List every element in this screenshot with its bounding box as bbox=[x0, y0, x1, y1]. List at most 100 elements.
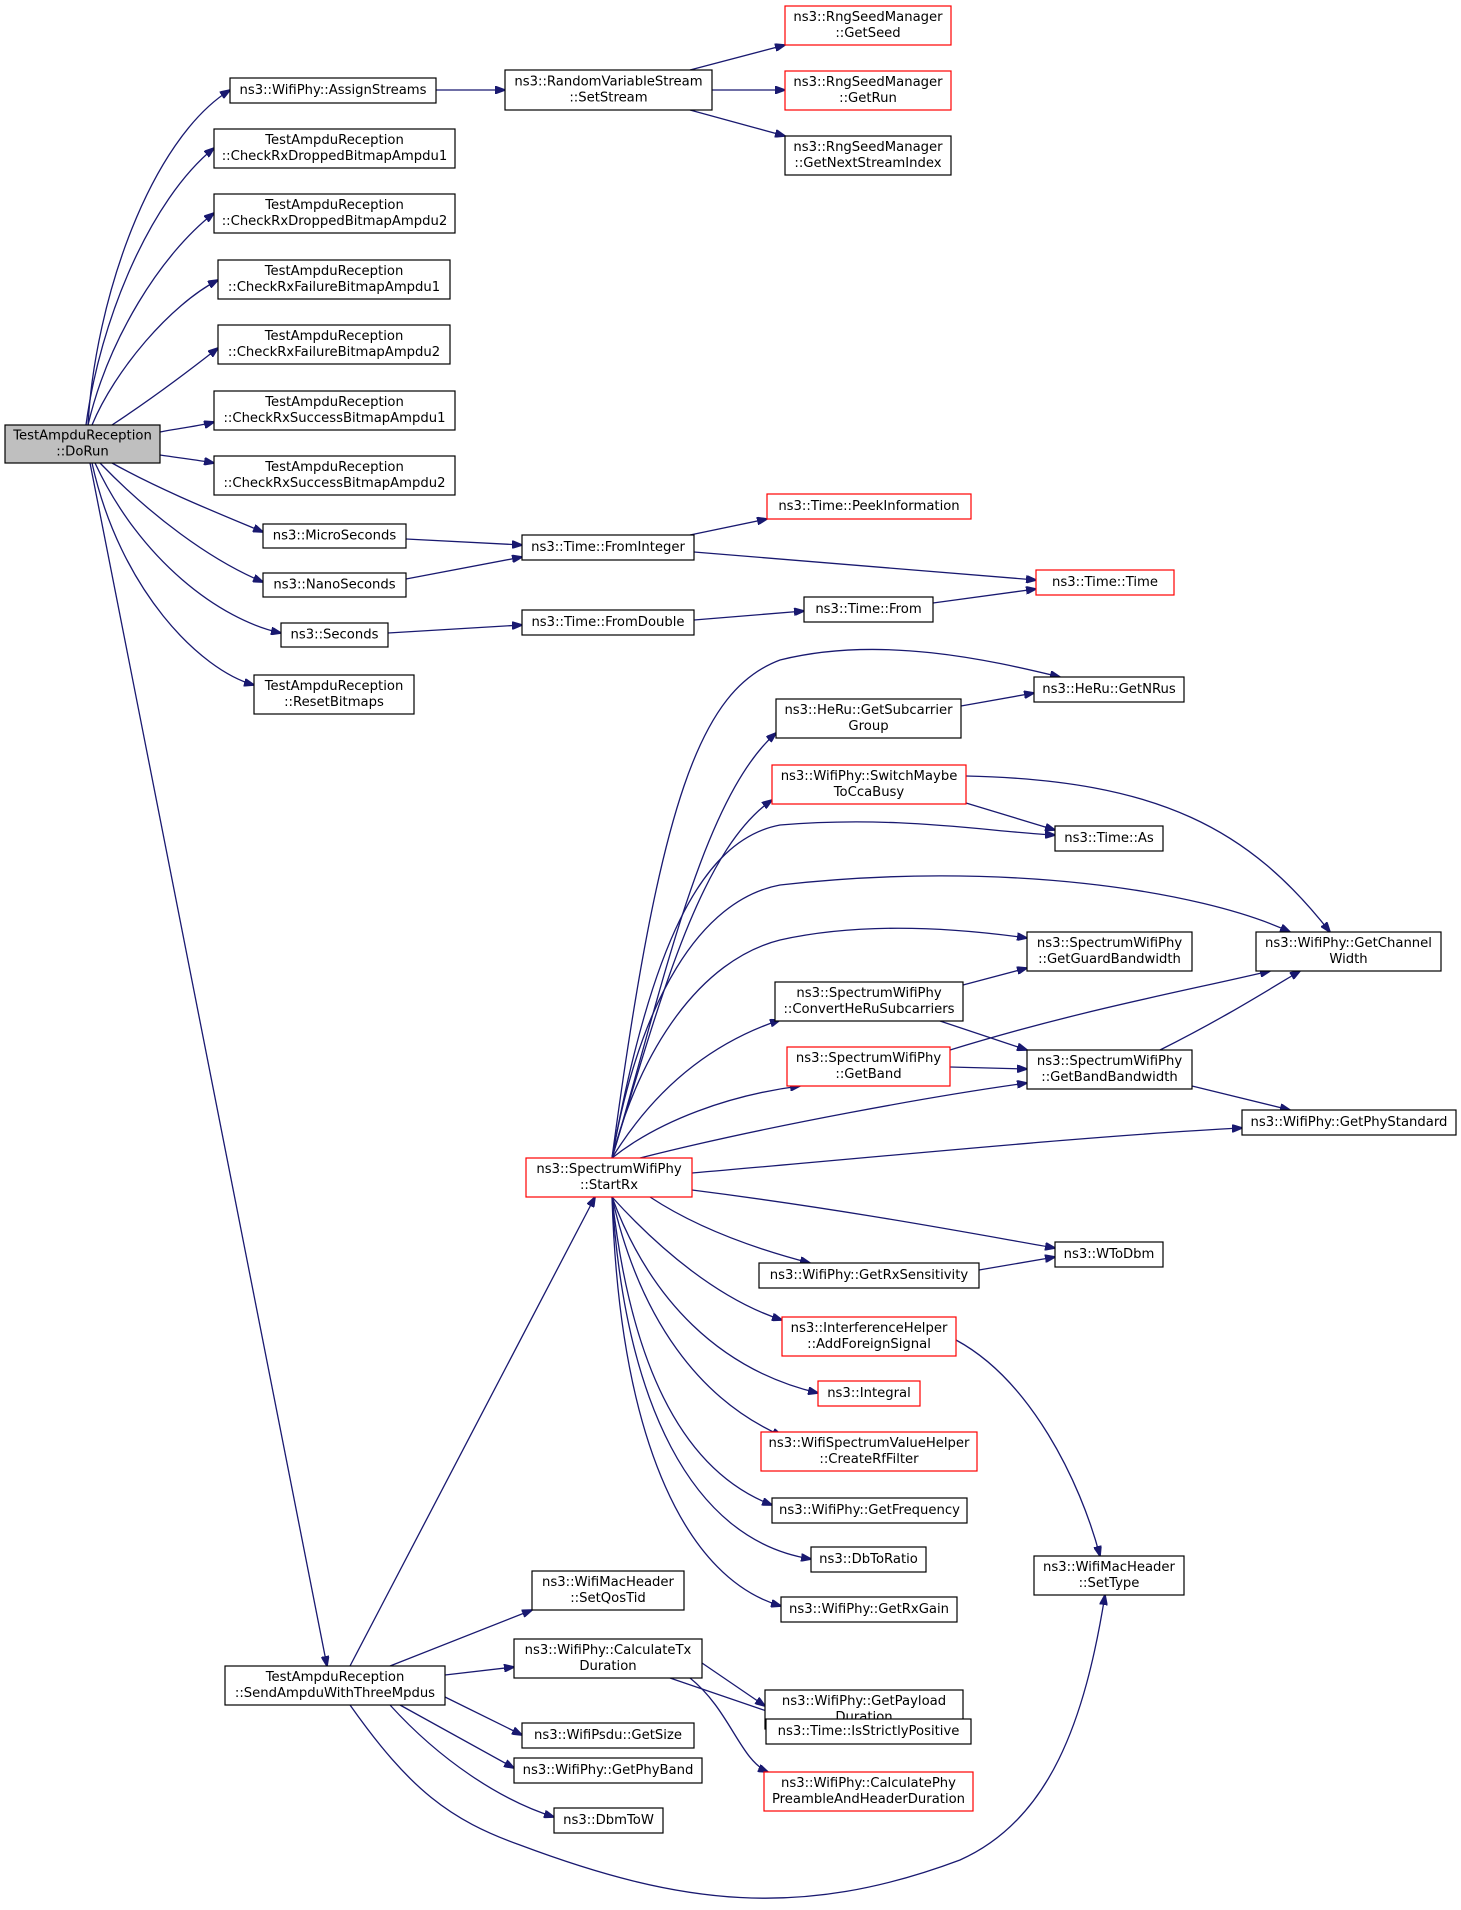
node-box[interactable] bbox=[531, 1570, 685, 1611]
node-successampdu2[interactable]: TestAmpduReception::CheckRxSuccessBitmap… bbox=[213, 455, 456, 496]
node-box[interactable] bbox=[513, 1757, 703, 1784]
node-timetime[interactable]: ns3::Time::Time bbox=[1035, 569, 1175, 596]
node-box[interactable] bbox=[784, 135, 952, 176]
node-box[interactable] bbox=[525, 1157, 693, 1198]
node-box[interactable] bbox=[217, 324, 451, 365]
node-box[interactable] bbox=[1033, 1555, 1185, 1596]
node-isstrictly[interactable]: ns3::Time::IsStrictlyPositive bbox=[765, 1718, 972, 1745]
node-getrun[interactable]: ns3::RngSeedManager::GetRun bbox=[784, 70, 952, 111]
node-box[interactable] bbox=[763, 1771, 974, 1812]
node-box[interactable] bbox=[774, 981, 964, 1022]
node-box[interactable] bbox=[213, 390, 456, 431]
node-seconds[interactable]: ns3::Seconds bbox=[280, 622, 389, 648]
node-box[interactable] bbox=[213, 193, 456, 234]
node-wtodbm[interactable]: ns3::WToDbm bbox=[1054, 1241, 1164, 1268]
node-getnrus[interactable]: ns3::HeRu::GetNRus bbox=[1033, 676, 1185, 703]
node-getseed[interactable]: ns3::RngSeedManager::GetSeed bbox=[784, 5, 952, 46]
node-getbandbw[interactable]: ns3::SpectrumWifiPhy::GetBandBandwidth bbox=[1026, 1049, 1193, 1090]
node-droppedampdu1[interactable]: TestAmpduReception::CheckRxDroppedBitmap… bbox=[213, 128, 456, 169]
node-setqostid[interactable]: ns3::WifiMacHeader::SetQosTid bbox=[531, 1570, 685, 1611]
node-box[interactable] bbox=[513, 1638, 703, 1679]
node-droppedampdu2[interactable]: TestAmpduReception::CheckRxDroppedBitmap… bbox=[213, 193, 456, 234]
node-box[interactable] bbox=[1033, 676, 1185, 703]
node-settype[interactable]: ns3::WifiMacHeader::SetType bbox=[1033, 1555, 1185, 1596]
node-dbmtow[interactable]: ns3::DbmToW bbox=[553, 1807, 664, 1834]
node-frominteger[interactable]: ns3::Time::FromInteger bbox=[521, 534, 695, 561]
node-successampdu1[interactable]: TestAmpduReception::CheckRxSuccessBitmap… bbox=[213, 390, 456, 431]
node-failureampdu1[interactable]: TestAmpduReception::CheckRxFailureBitmap… bbox=[217, 259, 451, 300]
node-box[interactable] bbox=[765, 1718, 972, 1745]
node-box[interactable] bbox=[262, 523, 407, 549]
node-box[interactable] bbox=[784, 70, 952, 111]
node-box[interactable] bbox=[775, 698, 962, 739]
node-peekinfo[interactable]: ns3::Time::PeekInformation bbox=[766, 493, 972, 520]
node-label-line: ns3::SpectrumWifiPhy bbox=[796, 1051, 941, 1066]
node-resetbitmaps[interactable]: TestAmpduReception::ResetBitmaps bbox=[253, 674, 415, 715]
node-box[interactable] bbox=[766, 493, 972, 520]
node-box[interactable] bbox=[521, 1722, 695, 1749]
node-nanoseconds[interactable]: ns3::NanoSeconds bbox=[262, 572, 407, 598]
node-calcpreamble[interactable]: ns3::WifiPhy::CalculatePhyPreambleAndHea… bbox=[763, 1771, 974, 1812]
node-box[interactable] bbox=[771, 1497, 968, 1524]
node-box[interactable] bbox=[1026, 931, 1193, 972]
node-integral[interactable]: ns3::Integral bbox=[817, 1380, 921, 1407]
node-sendampdu[interactable]: TestAmpduReception::SendAmpduWithThreeMp… bbox=[224, 1665, 446, 1706]
node-box[interactable] bbox=[810, 1546, 927, 1573]
node-box[interactable] bbox=[760, 1431, 978, 1472]
node-timefrom[interactable]: ns3::Time::From bbox=[803, 596, 934, 623]
node-box[interactable] bbox=[780, 1596, 958, 1623]
node-box[interactable] bbox=[262, 572, 407, 598]
node-box[interactable] bbox=[280, 622, 389, 648]
node-getphystandard[interactable]: ns3::WifiPhy::GetPhyStandard bbox=[1241, 1109, 1457, 1136]
node-box[interactable] bbox=[803, 596, 934, 623]
node-convertheru[interactable]: ns3::SpectrumWifiPhy::ConvertHeRuSubcarr… bbox=[774, 981, 964, 1022]
node-box[interactable] bbox=[4, 424, 161, 464]
node-createrf[interactable]: ns3::WifiSpectrumValueHelper::CreateRfFi… bbox=[760, 1431, 978, 1472]
node-box[interactable] bbox=[504, 69, 713, 111]
node-box[interactable] bbox=[553, 1807, 664, 1834]
node-box[interactable] bbox=[213, 128, 456, 169]
node-box[interactable] bbox=[521, 609, 695, 636]
node-failureampdu2[interactable]: TestAmpduReception::CheckRxFailureBitmap… bbox=[217, 324, 451, 365]
node-box[interactable] bbox=[771, 764, 967, 805]
node-getguardbw[interactable]: ns3::SpectrumWifiPhy::GetGuardBandwidth bbox=[1026, 931, 1193, 972]
node-getfrequency[interactable]: ns3::WifiPhy::GetFrequency bbox=[771, 1497, 968, 1524]
node-timeas[interactable]: ns3::Time::As bbox=[1054, 825, 1164, 852]
node-box[interactable] bbox=[1035, 569, 1175, 596]
node-box[interactable] bbox=[781, 1316, 957, 1357]
node-microseconds[interactable]: ns3::MicroSeconds bbox=[262, 523, 407, 549]
node-dbtoratio[interactable]: ns3::DbToRatio bbox=[810, 1546, 927, 1573]
node-box[interactable] bbox=[253, 674, 415, 715]
node-assignstreams[interactable]: ns3::WifiPhy::AssignStreams bbox=[229, 77, 437, 104]
node-box[interactable] bbox=[213, 455, 456, 496]
node-box[interactable] bbox=[817, 1380, 921, 1407]
node-getband[interactable]: ns3::SpectrumWifiPhy::GetBand bbox=[786, 1046, 951, 1087]
node-box[interactable] bbox=[758, 1262, 980, 1289]
node-startrx[interactable]: ns3::SpectrumWifiPhy::StartRx bbox=[525, 1157, 693, 1198]
node-getphyband[interactable]: ns3::WifiPhy::GetPhyBand bbox=[513, 1757, 703, 1784]
node-getnextstream[interactable]: ns3::RngSeedManager::GetNextStreamIndex bbox=[784, 135, 952, 176]
node-fromdouble[interactable]: ns3::Time::FromDouble bbox=[521, 609, 695, 636]
node-box[interactable] bbox=[1054, 825, 1164, 852]
node-box[interactable] bbox=[786, 1046, 951, 1087]
edge-startrx-to-switchcca bbox=[611, 800, 772, 1159]
node-psdugetsize[interactable]: ns3::WifiPsdu::GetSize bbox=[521, 1722, 695, 1749]
node-box[interactable] bbox=[784, 5, 952, 46]
node-setstream[interactable]: ns3::RandomVariableStream::SetStream bbox=[504, 69, 713, 111]
node-getrxsens[interactable]: ns3::WifiPhy::GetRxSensitivity bbox=[758, 1262, 980, 1289]
node-getrxgain[interactable]: ns3::WifiPhy::GetRxGain bbox=[780, 1596, 958, 1623]
node-dorun[interactable]: TestAmpduReception::DoRun bbox=[4, 424, 161, 464]
node-box[interactable] bbox=[229, 77, 437, 104]
node-box[interactable] bbox=[521, 534, 695, 561]
node-box[interactable] bbox=[217, 259, 451, 300]
node-box[interactable] bbox=[224, 1665, 446, 1706]
node-box[interactable] bbox=[1026, 1049, 1193, 1090]
node-box[interactable] bbox=[1255, 931, 1442, 972]
node-addforeign[interactable]: ns3::InterferenceHelper::AddForeignSigna… bbox=[781, 1316, 957, 1357]
node-box[interactable] bbox=[1054, 1241, 1164, 1268]
node-box[interactable] bbox=[1241, 1109, 1457, 1136]
